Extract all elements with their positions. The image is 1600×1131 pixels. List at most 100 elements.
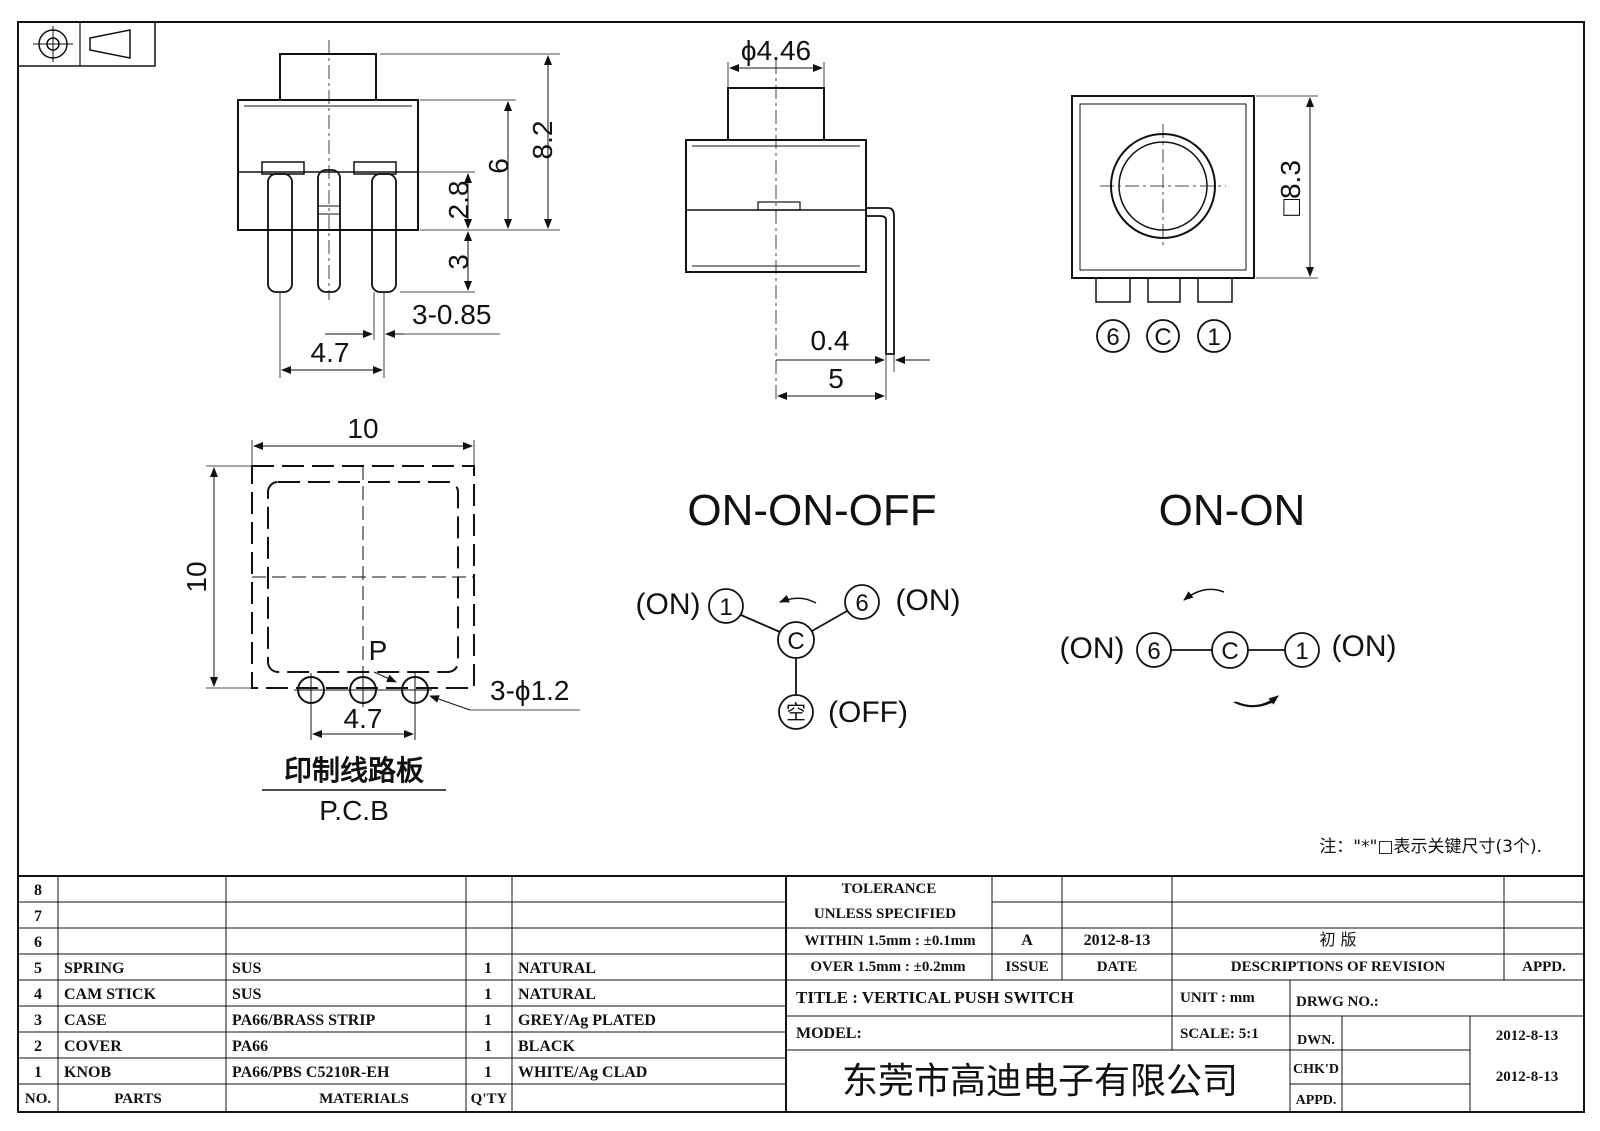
table-row: 3 CASE PA66/BRASS STRIP 1 GREY/Ag PLATED [34, 1012, 656, 1029]
dim-square: □8.3 [1275, 160, 1306, 216]
table-row: 1 KNOB PA66/PBS C5210R-EH 1 WHITE/Ag CLA… [34, 1064, 647, 1081]
row-material: SUS [232, 986, 261, 1003]
pcb-label-en: P.C.B [319, 795, 389, 826]
key-dimension-note: 注："*"□表示关键尺寸(3个). [1319, 837, 1542, 857]
row-part: CASE [64, 1012, 107, 1029]
row-no: 7 [34, 908, 42, 925]
circuit-a-term-1: 1 [719, 594, 732, 621]
circuit-b-on-right: (ON) [1332, 630, 1397, 663]
circuit-a-on-left: (ON) [636, 588, 701, 621]
row-qty: 1 [484, 1064, 492, 1081]
pin-label-6: 6 [1106, 324, 1119, 351]
unit-label: UNIT : mm [1180, 990, 1255, 1006]
approved-header: APPD. [1522, 959, 1566, 975]
approved-label: APPD. [1296, 1093, 1337, 1108]
header-materials: MATERIALS [319, 1091, 409, 1107]
row-part: KNOB [64, 1064, 111, 1081]
row-material: PA66 [232, 1038, 268, 1055]
table-row: 8 [34, 882, 42, 899]
parts-table-grid [18, 875, 1584, 1112]
table-row: 7 [34, 908, 42, 925]
dim-pcb-pitch: 4.7 [344, 703, 383, 734]
circuit-a-term-c: C [787, 628, 804, 655]
row-qty: 1 [484, 986, 492, 1003]
row-part: CAM STICK [64, 986, 157, 1003]
dim-pin-height: 3 [443, 254, 474, 270]
drawn-label: DWN. [1297, 1033, 1335, 1048]
row-no: 8 [34, 882, 42, 899]
row-finish: NATURAL [518, 960, 596, 977]
row-qty: 1 [484, 1038, 492, 1055]
model-label: MODEL: [796, 1025, 862, 1042]
sheet-border [17, 21, 1585, 1113]
row-no: 2 [34, 1038, 42, 1055]
dim-stick-height: 2.8 [443, 181, 474, 220]
tolerance-unless: UNLESS SPECIFIED [814, 906, 956, 922]
circuit-a-on-right: (ON) [896, 584, 961, 617]
company-name: 东莞市高迪电子有限公司 [842, 1061, 1238, 1102]
tolerance-within: WITHIN 1.5mm : ±0.1mm [804, 933, 976, 949]
row-finish: WHITE/Ag CLAD [518, 1064, 647, 1081]
front-view [1071, 95, 1318, 353]
circuit-b-term-1: 1 [1295, 638, 1308, 665]
dim-pin-diameter: 3-0.85 [412, 299, 491, 330]
checked-date: 2012-8-13 [1496, 1069, 1559, 1085]
drawing-title: TITLE : VERTICAL PUSH SWITCH [796, 988, 1074, 1007]
pcb-p-label: P [369, 635, 388, 666]
row-no: 5 [34, 960, 42, 977]
dim-pcb-height: 10 [181, 561, 212, 592]
revision-issue-value: A [1021, 932, 1033, 949]
tolerance-label: TOLERANCE [842, 881, 937, 897]
row-material: PA66/PBS C5210R-EH [232, 1064, 390, 1081]
row-finish: GREY/Ag PLATED [518, 1012, 656, 1029]
circuit-a-diagram [708, 584, 880, 730]
table-row: 2 COVER PA66 1 BLACK [34, 1038, 575, 1055]
row-part: COVER [64, 1038, 122, 1055]
dim-knob-diameter: ϕ4.46 [741, 35, 811, 66]
header-qty: Q'TY [471, 1091, 508, 1107]
row-no: 3 [34, 1012, 42, 1029]
header-parts: PARTS [114, 1091, 162, 1107]
issue-header: ISSUE [1005, 959, 1048, 975]
checked-label: CHK'D [1293, 1062, 1339, 1077]
row-qty: 1 [484, 960, 492, 977]
title-block-grid [786, 876, 1584, 1112]
header-no: NO. [25, 1091, 52, 1107]
dim-total-height: 8.2 [527, 121, 558, 160]
table-row: 6 [34, 934, 42, 951]
table-header: NO. PARTS MATERIALS Q'TY [25, 1091, 508, 1107]
dim-body-height: 6 [483, 158, 514, 174]
circuit-b-title: ON-ON [1159, 486, 1306, 535]
row-no: 4 [34, 986, 42, 1003]
circuit-b-term-6: 6 [1147, 638, 1160, 665]
date-header: DATE [1097, 959, 1138, 975]
pcb-label-cn: 印制线路板 [284, 754, 424, 787]
circuit-a-title: ON-ON-OFF [687, 486, 936, 535]
circuit-a-term-empty: 空 [786, 700, 806, 724]
row-part: SPRING [64, 960, 125, 977]
row-material: SUS [232, 960, 261, 977]
pin-label-1: 1 [1207, 324, 1220, 351]
drawn-date: 2012-8-13 [1496, 1028, 1559, 1044]
projection-symbol-icon [17, 21, 156, 67]
dim-side-length: 5 [828, 363, 844, 394]
row-qty: 1 [484, 1012, 492, 1029]
table-row: 4 CAM STICK SUS 1 NATURAL [34, 986, 596, 1003]
circuit-b-term-c: C [1221, 638, 1238, 665]
dim-hole-diameter: 3-ϕ1.2 [490, 675, 570, 706]
row-finish: BLACK [518, 1038, 575, 1055]
description-header: DESCRIPTIONS OF REVISION [1231, 959, 1446, 975]
pin-label-c: C [1154, 324, 1171, 351]
side-view-middle [685, 60, 930, 400]
circuit-b-on-left: (ON) [1060, 632, 1125, 665]
pcb-layout [206, 440, 580, 791]
revision-desc-value: 初 版 [1319, 930, 1356, 949]
row-no: 1 [34, 1064, 42, 1081]
circuit-b-diagram [1136, 588, 1320, 708]
side-view-left [237, 40, 560, 378]
revision-date-value: 2012-8-13 [1084, 932, 1151, 949]
dim-pin-pitch: 4.7 [311, 337, 350, 368]
circuit-a-off: (OFF) [828, 696, 908, 729]
